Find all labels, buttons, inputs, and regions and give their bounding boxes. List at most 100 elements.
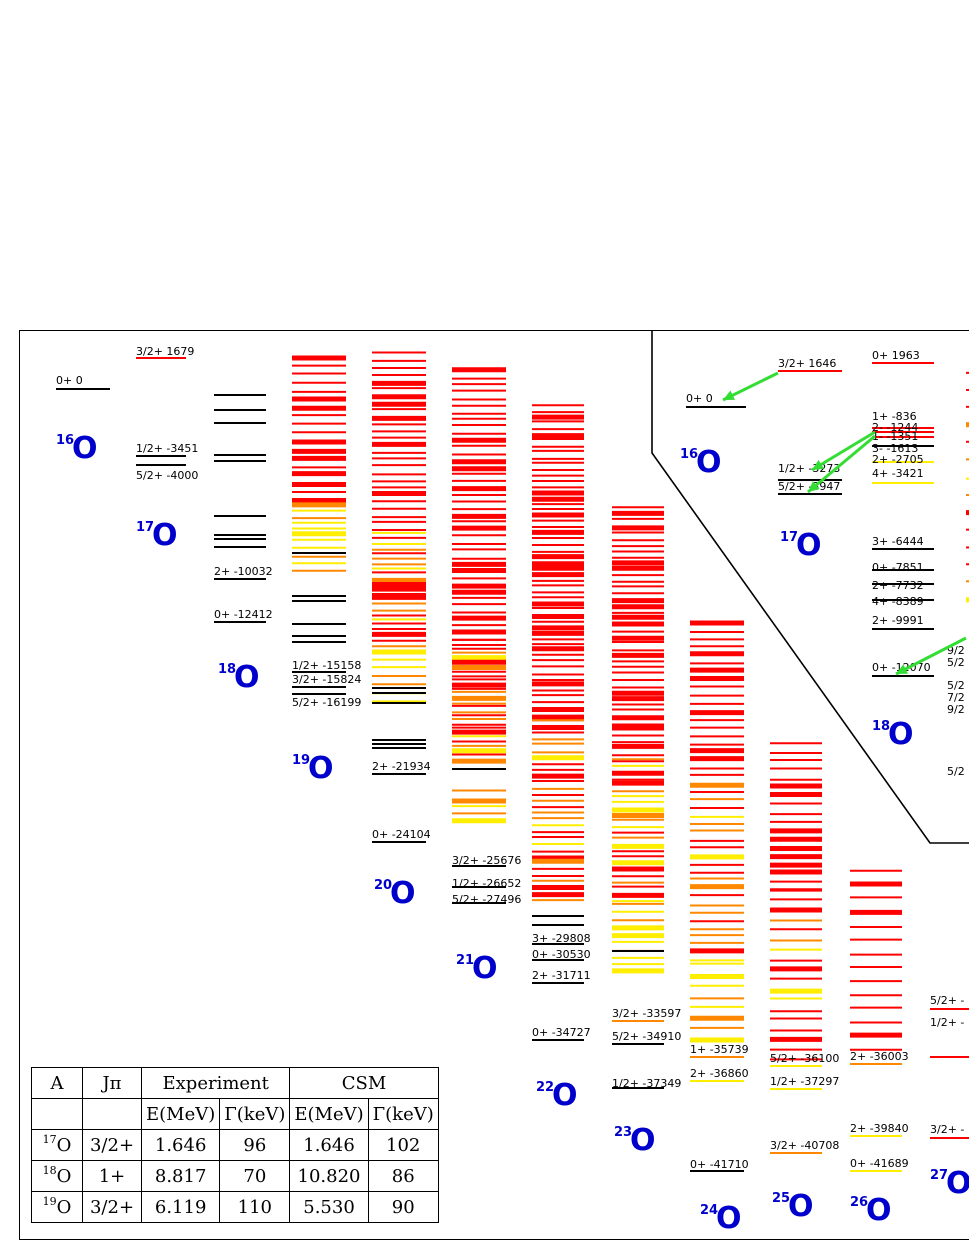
cell-nucleus: 19O xyxy=(31,1191,83,1223)
cell-jpi: 3/2+ xyxy=(82,1191,142,1223)
level-label: 9/2 xyxy=(947,703,965,716)
level-label: 1/2+ -3451 xyxy=(136,442,198,455)
cell-nucleus: 18O xyxy=(31,1160,83,1192)
level-label: 3/2+ -40708 xyxy=(770,1139,839,1152)
level-label: 3/2+ -15824 xyxy=(292,673,361,686)
level-label: 4+ -3421 xyxy=(872,467,924,480)
cell-g-csm: 90 xyxy=(367,1191,439,1223)
level-label: 5/2+ -36100 xyxy=(770,1052,839,1065)
width-comparison-table: A Jπ Experiment CSM E(MeV) Γ(keV) E(MeV)… xyxy=(31,1067,439,1223)
level-label: 9/2 xyxy=(947,644,965,657)
nucleus-mass-number: 24 xyxy=(700,1203,718,1218)
table-subheader-row: E(MeV) Γ(keV) E(MeV) Γ(keV) xyxy=(31,1098,439,1130)
transition-arrow xyxy=(895,636,967,676)
table-row: 19O 3/2+ 6.119 110 5.530 90 xyxy=(31,1191,439,1223)
transition-arrow xyxy=(811,430,876,472)
cell-jpi: 1+ xyxy=(82,1160,142,1192)
level-label: 5/2+ -27496 xyxy=(452,893,521,906)
level-label: 1/2+ -37297 xyxy=(770,1075,839,1088)
cell-g-exp: 70 xyxy=(219,1160,291,1192)
level-label: 1/2+ -37349 xyxy=(612,1077,681,1090)
nucleus-label: O xyxy=(796,528,822,563)
nucleus-mass-number: 19 xyxy=(292,753,310,768)
nucleus-mass-number: 18 xyxy=(872,719,890,734)
subheader-g-exp: Γ(keV) xyxy=(219,1098,291,1130)
nucleus-label: O xyxy=(696,445,722,480)
level-label: 0+ 1963 xyxy=(872,349,920,362)
nucleus-mass-number: 26 xyxy=(850,1195,868,1210)
nucleus-label: O xyxy=(552,1078,578,1113)
level-label: 0+ 0 xyxy=(686,392,713,405)
cell-sym: O xyxy=(56,1196,72,1218)
nucleus-label: O xyxy=(308,751,334,786)
cell-e-exp: 1.646 xyxy=(140,1129,221,1161)
cell-mass: 18 xyxy=(42,1163,57,1177)
header-jpi: Jπ xyxy=(82,1067,142,1099)
arrow-head xyxy=(808,481,820,492)
nucleus-label: O xyxy=(716,1201,742,1236)
nucleus-mass-number: 18 xyxy=(218,662,236,677)
level-label: 0+ -30530 xyxy=(532,948,591,961)
cell-e-csm: 1.646 xyxy=(289,1129,369,1161)
cell-g-exp: 96 xyxy=(219,1129,291,1161)
cell-g-csm: 102 xyxy=(367,1129,439,1161)
header-experiment: Experiment xyxy=(140,1067,291,1099)
nucleus-mass-number: 25 xyxy=(772,1191,790,1206)
level-label: 1/2+ -26652 xyxy=(452,877,521,890)
level-label: 1+ -836 xyxy=(872,410,917,423)
cell-e-exp: 6.119 xyxy=(140,1191,221,1223)
level-label: 3/2+ 1679 xyxy=(136,345,194,358)
nucleus-label: O xyxy=(234,660,260,695)
cell-sym: O xyxy=(56,1165,72,1187)
level-label: 5/2 xyxy=(947,656,965,669)
level-label: 0+ -12412 xyxy=(214,608,273,621)
cell-e-exp: 8.817 xyxy=(140,1160,221,1192)
nucleus-mass-number: 22 xyxy=(536,1080,554,1095)
header-csm: CSM xyxy=(289,1067,439,1099)
nucleus-label: O xyxy=(946,1166,969,1201)
level-label: 3/2+ -33597 xyxy=(612,1007,681,1020)
level-label: 3/2+ 1646 xyxy=(778,357,836,370)
nucleus-label: O xyxy=(788,1189,814,1224)
level-label: 1+ -35739 xyxy=(690,1043,749,1056)
nucleus-label: O xyxy=(390,876,416,911)
level-label: 2+ -21934 xyxy=(372,760,431,773)
level-label: 2+ -9991 xyxy=(872,614,924,627)
arrow-head xyxy=(723,390,735,400)
level-label: 2+ -36003 xyxy=(850,1050,909,1063)
figure-frame xyxy=(19,330,969,1240)
level-label: 1/2+ -3273 xyxy=(778,462,840,475)
level-label: 3/2+ - xyxy=(930,1123,964,1136)
level-label: 5/2 xyxy=(947,765,965,778)
level-label: 2+ -31711 xyxy=(532,969,591,982)
level-label: 0+ -34727 xyxy=(532,1026,591,1039)
level-label: 5/2 xyxy=(947,679,965,692)
level-label: 0+ -41710 xyxy=(690,1158,749,1171)
nucleus-mass-number: 16 xyxy=(680,447,698,462)
nucleus-mass-number: 21 xyxy=(456,953,474,968)
cell-nucleus: 17O xyxy=(31,1129,83,1161)
transition-arrow xyxy=(807,434,876,494)
cell-e-csm: 10.820 xyxy=(289,1160,369,1192)
subheader-empty-a xyxy=(31,1098,83,1130)
nucleus-label: O xyxy=(152,518,178,553)
level-label: 3+ -6444 xyxy=(872,535,924,548)
level-label: 3- -1613 xyxy=(872,442,918,455)
level-label: 0+ 0 xyxy=(56,374,83,387)
nucleus-mass-number: 20 xyxy=(374,878,392,893)
nucleus-mass-number: 17 xyxy=(136,520,154,535)
nucleus-label: O xyxy=(472,951,498,986)
subheader-e-exp: E(MeV) xyxy=(140,1098,221,1130)
cell-mass: 19 xyxy=(42,1194,57,1208)
cell-jpi: 3/2+ xyxy=(82,1129,142,1161)
table-header-row: A Jπ Experiment CSM xyxy=(31,1067,439,1099)
nucleus-label: O xyxy=(630,1123,656,1158)
table-row: 17O 3/2+ 1.646 96 1.646 102 xyxy=(31,1129,439,1161)
level-label: 2+ -10032 xyxy=(214,565,273,578)
nucleus-mass-number: 27 xyxy=(930,1168,948,1183)
cell-g-exp: 110 xyxy=(219,1191,291,1223)
level-label: 2- -1244 xyxy=(872,421,918,434)
table-row: 18O 1+ 8.817 70 10.820 86 xyxy=(31,1160,439,1192)
